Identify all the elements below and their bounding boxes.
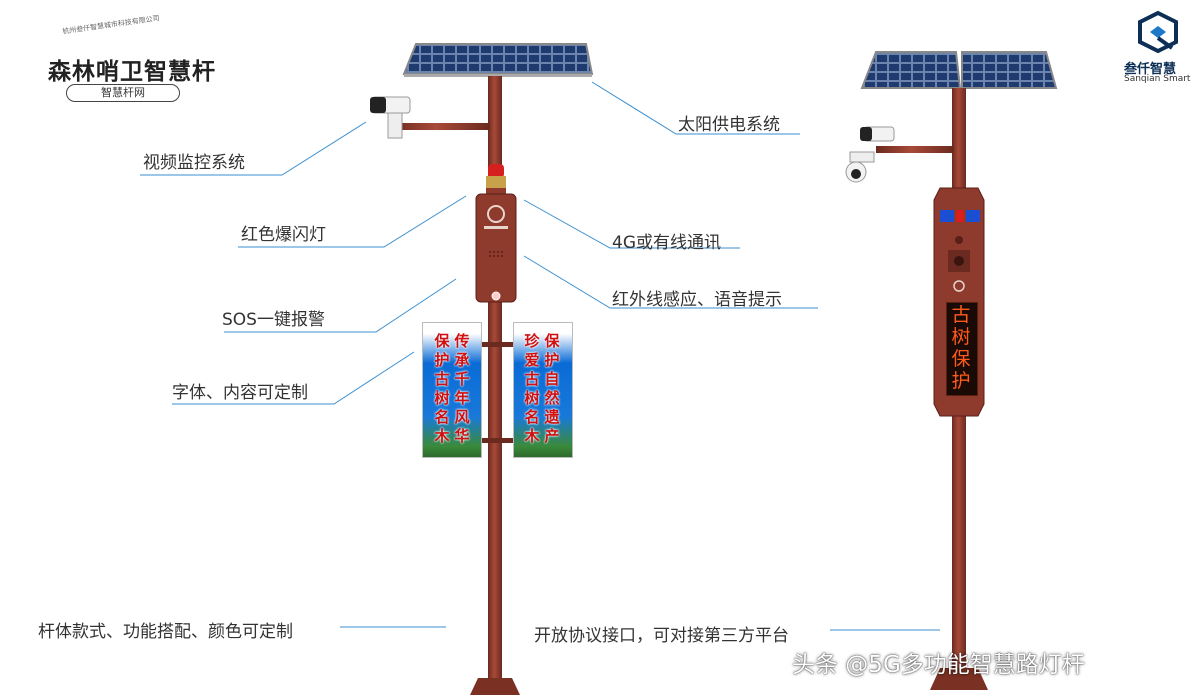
- led-display-text: 古树保护: [951, 304, 971, 392]
- left-sos-button: [491, 291, 501, 301]
- callout-lines: [140, 81, 940, 631]
- line-solar: [591, 81, 800, 135]
- banner-right: [513, 322, 573, 458]
- banner-left: [422, 322, 482, 458]
- banner-left-col2: 传承千年风华: [454, 332, 470, 445]
- led-display: [946, 302, 978, 396]
- left-bullet-camera: [370, 96, 411, 114]
- watermark: 头条 @5G多功能智慧路灯杆: [792, 652, 1085, 678]
- callout-font: 字体、内容可定制: [172, 383, 308, 403]
- bottom-label-right: 开放协议接口，可对接第三方平台: [534, 626, 789, 646]
- line-infrared: [523, 255, 818, 309]
- left-camera-arm: [392, 123, 490, 130]
- sanqian-logo-icon: [1138, 10, 1178, 54]
- banner-left-col1: 保护古树名木: [434, 332, 450, 445]
- line-camera: [140, 121, 367, 176]
- callout-sos: SOS一键报警: [222, 310, 325, 330]
- callout-camera: 视频监控系统: [143, 153, 245, 173]
- right-blue-light-left: [940, 210, 954, 222]
- right-solar-panel-right: [961, 51, 1058, 89]
- right-pole-base: [930, 668, 988, 690]
- callout-solar: 太阳供电系统: [678, 115, 780, 135]
- left-pole-base: [470, 678, 520, 695]
- left-pole: [370, 43, 594, 695]
- right-blue-light-right: [966, 210, 980, 222]
- line-strobe: [238, 195, 467, 248]
- brand-title: 森林哨卫智慧杆: [48, 58, 216, 85]
- line-sos: [224, 278, 457, 333]
- right-bullet-camera: [860, 126, 895, 142]
- line-font: [172, 351, 415, 405]
- brand-subtitle: 智慧杆网: [66, 84, 180, 102]
- banner-right-col2: 保护自然遗产: [544, 332, 560, 445]
- banner-right-col1: 珍爱古树名木: [524, 332, 540, 445]
- right-red-light: [956, 210, 964, 222]
- bottom-label-left: 杆体款式、功能搭配、颜色可定制: [38, 622, 293, 642]
- right-dome-camera: [845, 151, 875, 183]
- right-solar-panel-left: [860, 51, 962, 89]
- callout-strobe: 红色爆闪灯: [241, 225, 326, 245]
- callout-infrared: 红外线感应、语音提示: [612, 290, 782, 310]
- callout-comm: 4G或有线通讯: [612, 233, 721, 253]
- left-solar-panel: [402, 43, 594, 75]
- logo-name-cn: 叁仟智慧: [1124, 62, 1177, 77]
- line-comm: [523, 199, 740, 249]
- left-strobe-light: [486, 164, 506, 196]
- logo-name-en: Sanqian Smart: [1124, 74, 1191, 84]
- left-control-box: [475, 193, 517, 303]
